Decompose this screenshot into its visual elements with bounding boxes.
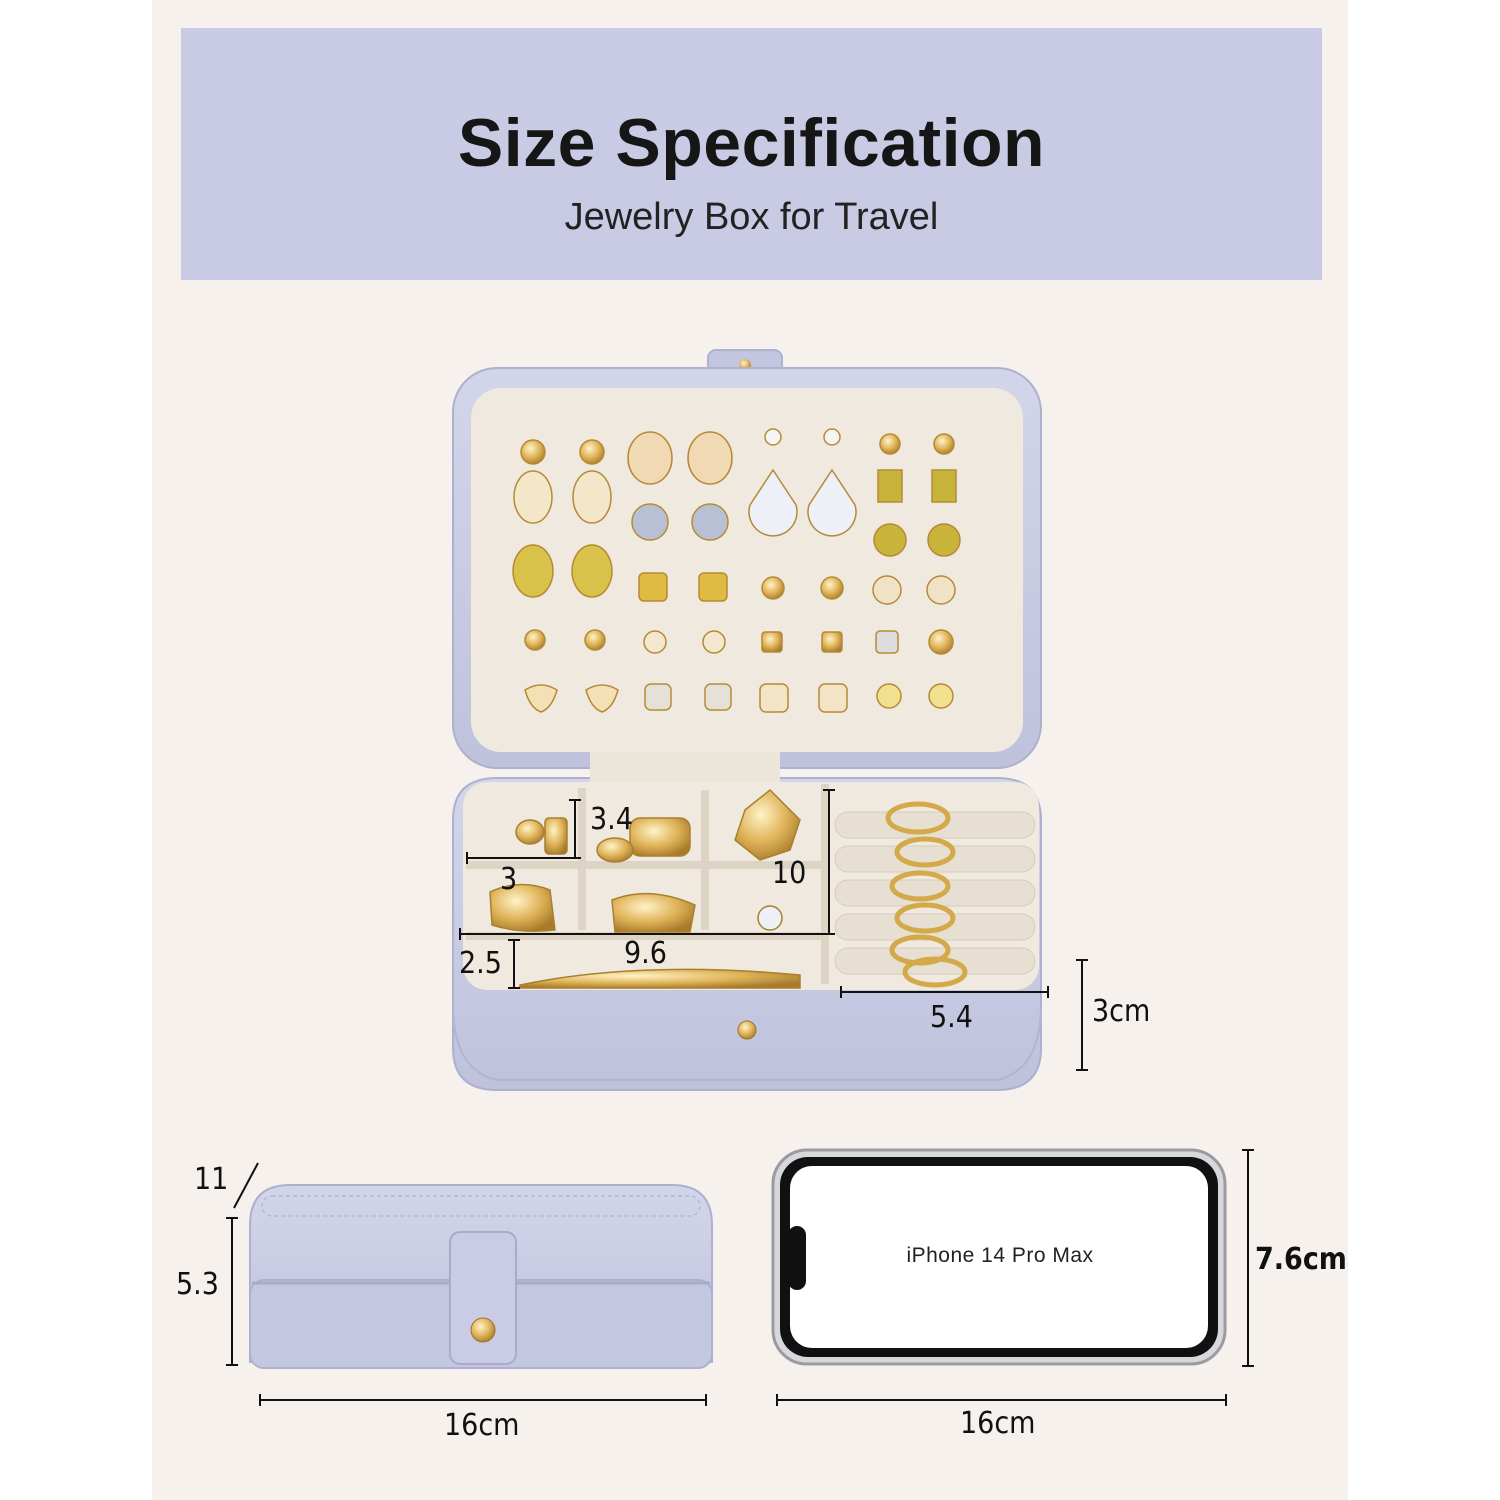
tray-jewelry [489,788,801,989]
ring-rolls [834,801,1036,988]
dim-closed-width: 16cm [444,1408,520,1443]
dim-phone-height: 7.6cm [1255,1242,1347,1277]
dynamic-island-icon [788,1226,806,1290]
closed-box-strap [449,1231,517,1365]
page-subtitle: Jewelry Box for Travel [564,196,939,238]
dim-tray-width: 9.6 [624,936,667,971]
header-banner: Size Specification Jewelry Box for Trave… [181,28,1322,280]
dim-ring-roll-width: 5.4 [930,1000,973,1035]
page-title: Size Specification [457,105,1046,181]
dim-box-depth: 3cm [1092,994,1151,1029]
closed-box-snap-icon [470,1317,496,1343]
dim-closed-height: 5.3 [176,1267,219,1302]
dim-closed-depth: 11 [194,1162,229,1197]
earring-collection [512,428,961,713]
dim-small-compartment-height: 3.4 [590,802,633,837]
open-jewelry-box [452,349,1088,1091]
phone-dimension-lines [776,1149,1254,1406]
dim-phone-width: 16cm [960,1406,1036,1441]
phone-model-label: iPhone 14 Pro Max [906,1244,1094,1267]
dim-small-compartment-width: 3 [500,862,518,897]
closed-jewelry-box [226,1162,713,1406]
dim-tray-section-height: 10 [772,856,807,891]
closed-box-dimension-lines [226,1162,707,1406]
open-box-dimension-lines [459,789,1088,1071]
phone-illustration [771,1148,1254,1406]
tray-dividers [466,784,829,984]
dim-bottom-compartment-height: 2.5 [459,946,502,981]
front-snap-icon [737,1020,757,1040]
